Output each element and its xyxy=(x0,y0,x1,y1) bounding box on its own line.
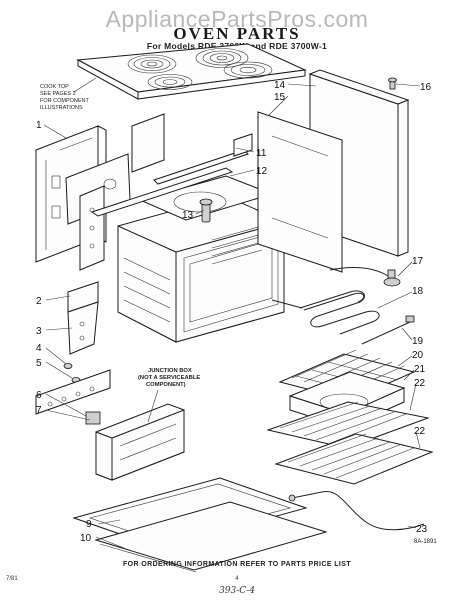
callout-1: 1 xyxy=(36,120,42,131)
callout-numbers: 1 2 3 4 5 6 7 9 10 11 12 13 14 15 16 17 … xyxy=(36,80,432,544)
ordering-footer: FOR ORDERING INFORMATION REFER TO PARTS … xyxy=(122,561,352,568)
callout-11: 11 xyxy=(256,148,267,159)
callout-6: 6 xyxy=(36,390,42,401)
callout-15: 15 xyxy=(274,92,286,103)
callout-7: 7 xyxy=(36,405,42,416)
callout-2: 2 xyxy=(36,296,42,307)
top-rail-part xyxy=(90,149,249,217)
diagram-title: OVEN PARTS xyxy=(173,24,301,43)
leader-lines xyxy=(43,83,421,549)
bake-element-part-18 xyxy=(271,290,380,335)
rear-bracket-part xyxy=(65,113,165,271)
callout-3: 3 xyxy=(36,326,42,337)
callout-19: 19 xyxy=(412,336,424,347)
watermark: AppliancePartsPros.com xyxy=(105,6,369,32)
callout-21: 21 xyxy=(414,364,426,375)
svg-text:ILLUSTRATIONS: ILLUSTRATIONS xyxy=(40,105,83,111)
callout-12: 12 xyxy=(256,166,268,177)
callout-5: 5 xyxy=(36,358,42,369)
callout-23: 23 xyxy=(416,524,428,535)
bottom-element-part-23 xyxy=(288,491,425,531)
svg-text:SEE PAGES 2: SEE PAGES 2 xyxy=(40,91,76,97)
cooktop-note: COOK TOP SEE PAGES 2 FOR COMPONENT ILLUS… xyxy=(40,77,97,111)
page-number: 4 xyxy=(235,576,239,582)
page-left-mark: 7/81 xyxy=(6,576,18,582)
callout-14: 14 xyxy=(274,80,286,91)
callout-16: 16 xyxy=(420,82,432,93)
callout-13: 13 xyxy=(182,210,194,221)
handwritten-note: 393-C-4 xyxy=(219,586,255,596)
cooktop-part xyxy=(76,43,307,100)
oven-rack-part-22b xyxy=(274,433,434,485)
callout-22a: 22 xyxy=(414,378,426,389)
trim-strip-part-10 xyxy=(94,501,328,573)
oven-rack-part-22a xyxy=(266,401,430,449)
lead-wire-part-19 xyxy=(361,315,415,345)
callout-17: 17 xyxy=(412,256,424,267)
insulation-part-15 xyxy=(257,111,343,273)
sensor-part-17 xyxy=(329,267,401,287)
callout-18: 18 xyxy=(412,286,424,297)
element-part-13 xyxy=(199,198,213,223)
callout-9: 9 xyxy=(86,519,92,530)
callout-4: 4 xyxy=(36,343,42,354)
callout-10: 10 xyxy=(80,533,92,544)
svg-text:(NOT A SERVICEABLE: (NOT A SERVICEABLE xyxy=(138,375,200,381)
svg-text:FOR COMPONENT: FOR COMPONENT xyxy=(40,98,90,104)
clip-part-4 xyxy=(63,363,81,383)
svg-text:JUNCTION BOX: JUNCTION BOX xyxy=(148,368,192,374)
screw-part-16 xyxy=(388,77,397,90)
bracket-part-2 xyxy=(67,281,99,355)
junction-box-part: JUNCTION BOX (NOT A SERVICEABLE COMPONEN… xyxy=(95,368,200,481)
svg-text:COOK TOP: COOK TOP xyxy=(40,84,69,90)
oven-cavity-part xyxy=(117,175,285,343)
callout-22b: 22 xyxy=(414,426,426,437)
diagram-code: 8A-1891 xyxy=(414,539,437,545)
svg-text:COMPONENT): COMPONENT) xyxy=(146,382,186,388)
callout-20: 20 xyxy=(412,350,424,361)
terminal-block-part xyxy=(35,369,111,425)
